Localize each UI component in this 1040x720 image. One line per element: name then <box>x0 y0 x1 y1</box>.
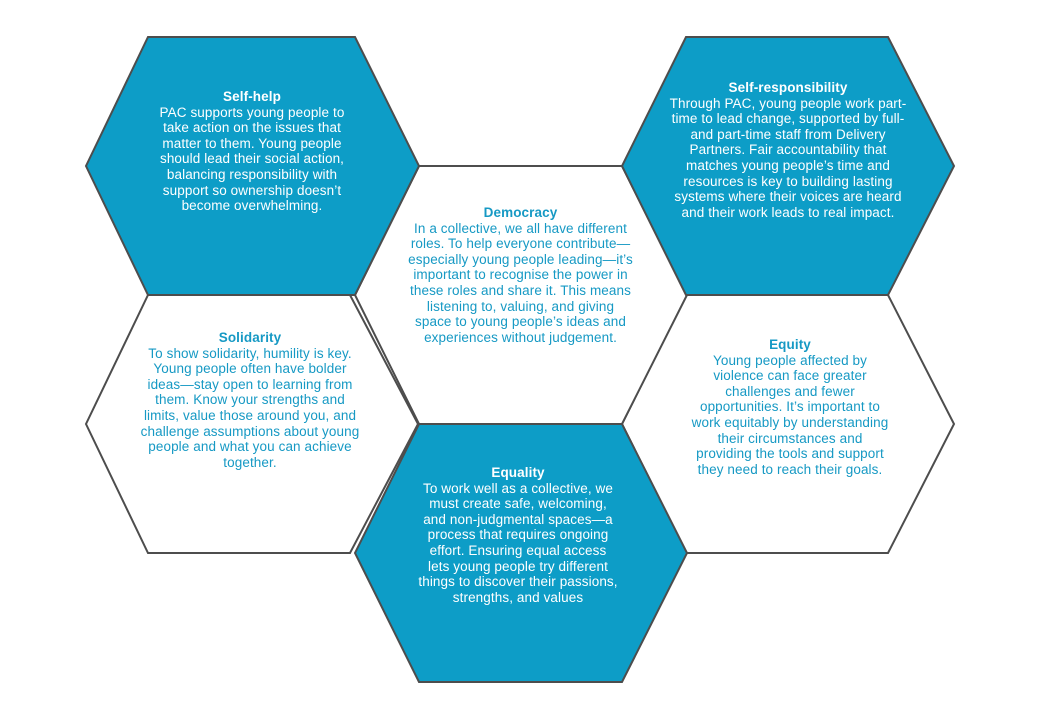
democracy-title: Democracy <box>483 205 558 220</box>
equity-title: Equity <box>769 337 811 352</box>
self-help-body: PAC supports young people to take action… <box>159 104 345 214</box>
hex-text-democracy: Democracy In a collective, we all have d… <box>408 205 633 345</box>
hex-text-self-responsibility: Self-responsibility Through PAC, young p… <box>668 80 908 220</box>
hex-text-self-help: Self-help PAC supports young people to t… <box>152 89 352 214</box>
hex-text-solidarity: Solidarity To show solidarity, humility … <box>140 330 360 470</box>
solidarity-body: To show solidarity, humility is key. You… <box>140 345 360 470</box>
hexagon-self-responsibility <box>620 36 956 296</box>
hex-text-equity: Equity Young people affected by violence… <box>690 337 890 477</box>
solidarity-title: Solidarity <box>218 330 282 345</box>
hexagon-equality <box>353 423 689 683</box>
self-help-title: Self-help <box>223 89 281 104</box>
equality-body: To work well as a collective, we must cr… <box>418 480 618 605</box>
hex-text-equality: Equality To work well as a collective, w… <box>418 465 618 605</box>
hexagon-self-help <box>84 36 421 296</box>
equality-title: Equality <box>491 465 545 480</box>
self-responsibility-title: Self-responsibility <box>728 80 848 95</box>
self-responsibility-body: Through PAC, young people work part-time… <box>669 95 907 220</box>
democracy-body: In a collective, we all have different r… <box>408 220 633 345</box>
equity-body: Young people affected by violence can fa… <box>691 352 889 477</box>
